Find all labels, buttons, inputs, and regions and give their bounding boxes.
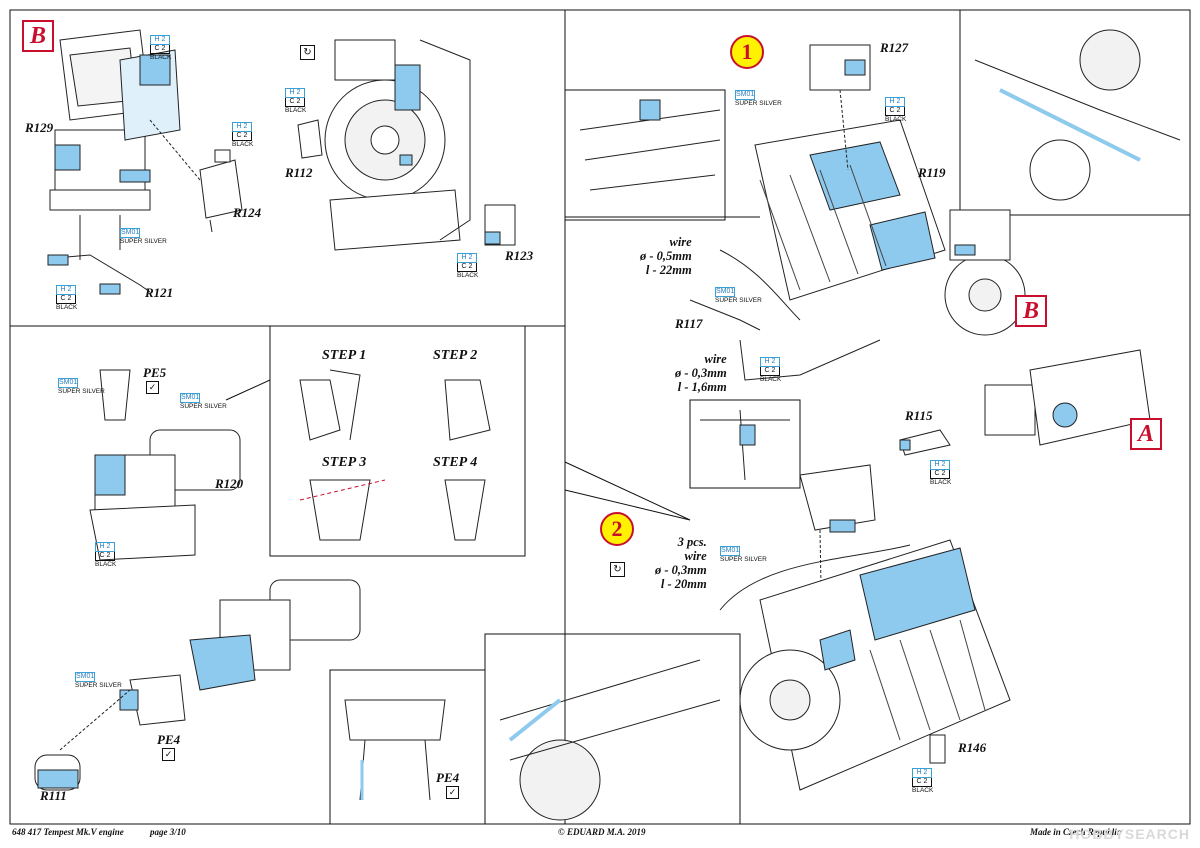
part-label-r129: R129 xyxy=(25,120,54,135)
check-icon: ✓ xyxy=(146,381,159,394)
part-label-r119: R119 xyxy=(918,165,946,180)
part-label-r112: R112 xyxy=(285,165,313,180)
section-b-marker-right: B xyxy=(1015,295,1047,327)
part-label-r127: R127 xyxy=(880,40,909,55)
step-1-marker: 1 xyxy=(730,35,764,69)
part-label-r124: R124 xyxy=(233,205,262,220)
check-icon: ✓ xyxy=(162,748,175,761)
page-number: page 3/10 xyxy=(150,827,186,837)
part-label-pe4-detail: PE4 xyxy=(436,770,460,785)
page-footer: 648 417 Tempest Mk.V engine page 3/10 © … xyxy=(10,826,1190,840)
part-label-r146: R146 xyxy=(958,740,987,755)
part-label-r117: R117 xyxy=(675,316,703,331)
step-4-title: STEP 4 xyxy=(433,455,478,470)
part-label-pe5: PE5 xyxy=(143,365,167,380)
part-label-r120: R120 xyxy=(215,476,244,491)
step-3-title: STEP 3 xyxy=(322,455,367,470)
step-1-title: STEP 1 xyxy=(322,348,367,363)
part-label-r111: R111 xyxy=(40,788,67,803)
part-label-r121: R121 xyxy=(145,285,174,300)
flip-icon: ↻ xyxy=(610,562,625,577)
step-2-title: STEP 2 xyxy=(433,348,478,363)
kit-number: 648 417 Tempest Mk.V engine xyxy=(12,827,124,837)
section-a-marker: A xyxy=(1130,418,1162,450)
check-icon: ✓ xyxy=(446,786,459,799)
part-label-r123: R123 xyxy=(505,248,534,263)
made-in: Made in Czech Republic xyxy=(1030,827,1121,837)
part-label-r115: R115 xyxy=(905,408,933,423)
flip-icon: ↻ xyxy=(300,45,315,60)
watermark: HOBBYSEARCH xyxy=(1069,826,1190,842)
step-2-marker: 2 xyxy=(600,512,634,546)
section-b-marker: B xyxy=(22,20,54,52)
copyright: © EDUARD M.A. 2019 xyxy=(558,827,646,837)
part-label-pe4: PE4 xyxy=(157,732,181,747)
